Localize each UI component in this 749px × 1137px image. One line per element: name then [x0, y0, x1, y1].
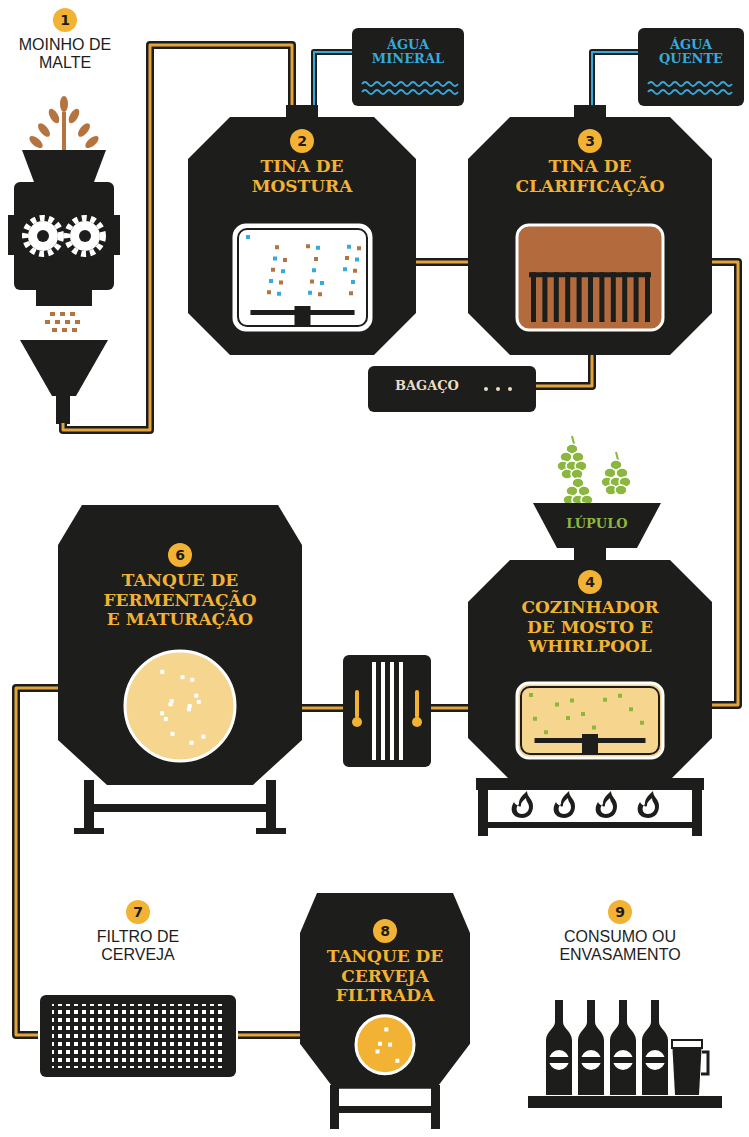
- tank-body: [300, 893, 470, 1089]
- callout-number: 1: [53, 8, 77, 32]
- tank: 8TANQUE DE CERVEJA FILTRADA: [300, 893, 470, 1089]
- station-name: LÚPULO: [542, 517, 652, 531]
- tank-body: [188, 117, 416, 355]
- station-name: TANQUE DE FERMENTAÇÃO E MATURAÇÃO: [98, 571, 263, 630]
- pipe-wall: [16, 688, 58, 1035]
- callout-number: 3: [578, 129, 602, 153]
- water-box: [638, 28, 744, 106]
- station-name: BAGAÇO: [395, 366, 535, 406]
- text-group: 3TINA DE CLARIFICAÇÃO: [468, 105, 712, 196]
- station-name: TINA DE MOSTURA: [227, 157, 377, 196]
- beer-filter: [40, 995, 236, 1077]
- station-name: TINA DE CLARIFICAÇÃO: [500, 157, 680, 196]
- tank-window: [125, 651, 235, 761]
- tank-window: [517, 225, 663, 330]
- text-group: 9CONSUMO OU ENVASAMENTO: [515, 900, 725, 964]
- pipe-wall: [712, 262, 738, 705]
- water-source: ÁGUA QUENTE: [638, 28, 744, 106]
- pipe-wall: [416, 258, 468, 266]
- tank: 4COZINHADOR DE MOSTO E WHIRLPOOL: [468, 548, 712, 780]
- water-line: [592, 52, 638, 105]
- station-name: TANQUE DE CERVEJA FILTRADA: [318, 947, 453, 1006]
- tank-window: [517, 683, 663, 758]
- station: 7FILTRO DE CERVEJA: [38, 900, 238, 1080]
- pipe-flow: [238, 1034, 300, 1037]
- burner: [476, 778, 704, 836]
- bottles: [528, 1000, 722, 1108]
- pipe-flow: [592, 52, 638, 105]
- tank-body: [468, 560, 712, 780]
- tank: 2TINA DE MOSTURA: [188, 105, 416, 355]
- pipe: [416, 262, 468, 263]
- pipe-flow: [416, 261, 468, 264]
- pipe-flow: [314, 52, 352, 105]
- station-name: COZINHADOR DE MOSTO E WHIRLPOOL: [515, 598, 665, 657]
- station-name: CONSUMO OU ENVASAMENTO: [553, 928, 688, 964]
- node-shape: [38, 900, 238, 1080]
- water-source: ÁGUA MINERAL: [352, 28, 464, 106]
- pipe: [238, 1035, 300, 1036]
- text-group: ÁGUA QUENTE: [638, 28, 744, 67]
- water-line: [314, 52, 352, 105]
- water-box: [352, 28, 464, 106]
- hop-cones: [557, 436, 631, 513]
- text-group: BAGAÇO: [368, 366, 536, 406]
- heat-exchanger: [343, 655, 431, 767]
- station: 1MOINHO DE MALTE: [10, 8, 120, 423]
- callout-number: 2: [290, 129, 314, 153]
- station-name: MOINHO DE MALTE: [10, 36, 120, 72]
- tank-body: [58, 505, 302, 785]
- text-group: 7FILTRO DE CERVEJA: [38, 900, 238, 964]
- callout-number: 7: [126, 900, 150, 924]
- pipe-flow: [712, 262, 738, 705]
- pipe: [16, 688, 58, 1035]
- pipe-wall: [314, 52, 352, 105]
- text-group: LÚPULO: [533, 503, 661, 531]
- text-group: 2TINA DE MOSTURA: [188, 105, 416, 196]
- tank: 6TANQUE DE FERMENTAÇÃO E MATURAÇÃO: [58, 505, 302, 785]
- station-name: ÁGUA QUENTE: [643, 38, 739, 67]
- callout-number: 9: [608, 900, 632, 924]
- pipe: [712, 262, 738, 705]
- text-group: 8TANQUE DE CERVEJA FILTRADA: [300, 893, 470, 1006]
- pipe: [536, 355, 592, 386]
- pipe-wall: [238, 1031, 300, 1039]
- station-name: ÁGUA MINERAL: [358, 38, 458, 67]
- tank-window: [356, 1016, 414, 1074]
- pipe-wall: [536, 355, 592, 386]
- station: 9CONSUMO OU ENVASAMENTO: [515, 900, 725, 1115]
- station-name: FILTRO DE CERVEJA: [83, 928, 193, 964]
- tank: 3TINA DE CLARIFICAÇÃO: [468, 105, 712, 355]
- callout-number: 4: [578, 570, 602, 594]
- pipe-flow: [536, 355, 592, 386]
- waste-outlet: BAGAÇO: [368, 366, 536, 412]
- tank-body: [468, 117, 712, 355]
- hop-hopper: LÚPULO: [533, 503, 661, 548]
- callout-number: 6: [168, 543, 192, 567]
- hop-hopper: [533, 503, 661, 548]
- tank-window: [234, 225, 371, 330]
- text-group: 4COZINHADOR DE MOSTO E WHIRLPOOL: [468, 548, 712, 657]
- text-group: ÁGUA MINERAL: [352, 28, 464, 67]
- text-group: 1MOINHO DE MALTE: [10, 8, 120, 72]
- text-group: 6TANQUE DE FERMENTAÇÃO E MATURAÇÃO: [58, 505, 302, 630]
- pipe-flow: [16, 688, 58, 1035]
- callout-number: 8: [373, 919, 397, 943]
- pipe-wall: [592, 52, 638, 105]
- malt-mill: [8, 96, 120, 424]
- waste-box: [368, 366, 536, 412]
